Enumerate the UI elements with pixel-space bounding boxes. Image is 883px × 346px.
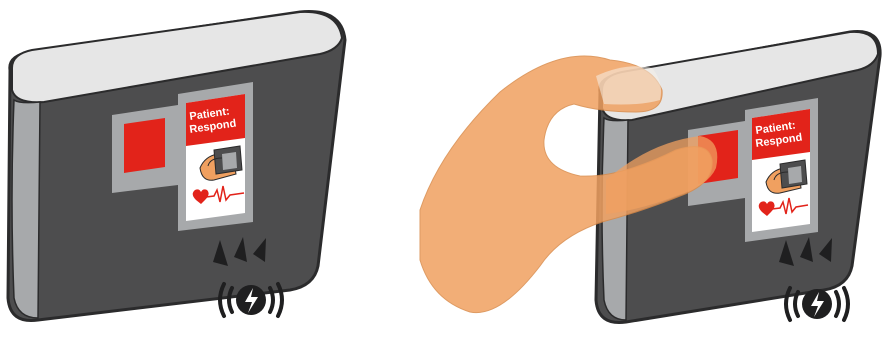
device-left-red-button [124,118,165,173]
device-right-screen-card: Patient: Respond [752,109,810,232]
device-left: Patient: Respond [8,12,345,321]
device-left-screen-card: Patient: Respond [186,94,245,221]
device-left-side [12,100,40,318]
hand-finger-top [596,66,661,104]
